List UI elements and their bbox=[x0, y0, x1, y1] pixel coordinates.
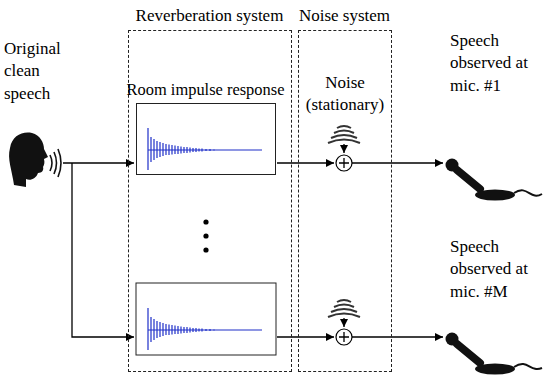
noise-source bbox=[328, 126, 360, 171]
box-heading: Reverberation system bbox=[136, 6, 284, 26]
box-heading: Noise system bbox=[299, 6, 390, 26]
impulse-response-box: Room impulse response bbox=[136, 103, 276, 175]
mic-label: Speech observed at mic. #M bbox=[450, 236, 550, 303]
impulse-waveform bbox=[148, 308, 262, 350]
label-slot: Noise (stationary) bbox=[301, 72, 389, 117]
noise-source bbox=[328, 300, 360, 345]
microphone-icon bbox=[446, 333, 543, 375]
impulse-waveform bbox=[148, 128, 262, 170]
system-box: Reverberation systemRoom impulse respons… bbox=[128, 30, 292, 372]
ellipsis-dot bbox=[203, 233, 208, 238]
source-label: Original clean speech bbox=[4, 38, 84, 105]
ellipsis-dot bbox=[203, 219, 208, 224]
label-slot: Original clean speech bbox=[4, 38, 84, 105]
ellipsis-dot bbox=[203, 247, 208, 252]
box-heading: Room impulse response bbox=[127, 80, 285, 100]
label-slot: Speech observed at mic. #1 bbox=[450, 30, 550, 97]
mic-label: Speech observed at mic. #1 bbox=[450, 30, 550, 97]
signal-wires bbox=[63, 163, 443, 337]
noise-label: Noise (stationary) bbox=[301, 72, 389, 117]
speaker-head bbox=[9, 133, 61, 187]
impulse-response-box bbox=[136, 283, 276, 355]
microphone-icon bbox=[446, 159, 543, 201]
label-slot: Speech observed at mic. #M bbox=[450, 236, 550, 303]
